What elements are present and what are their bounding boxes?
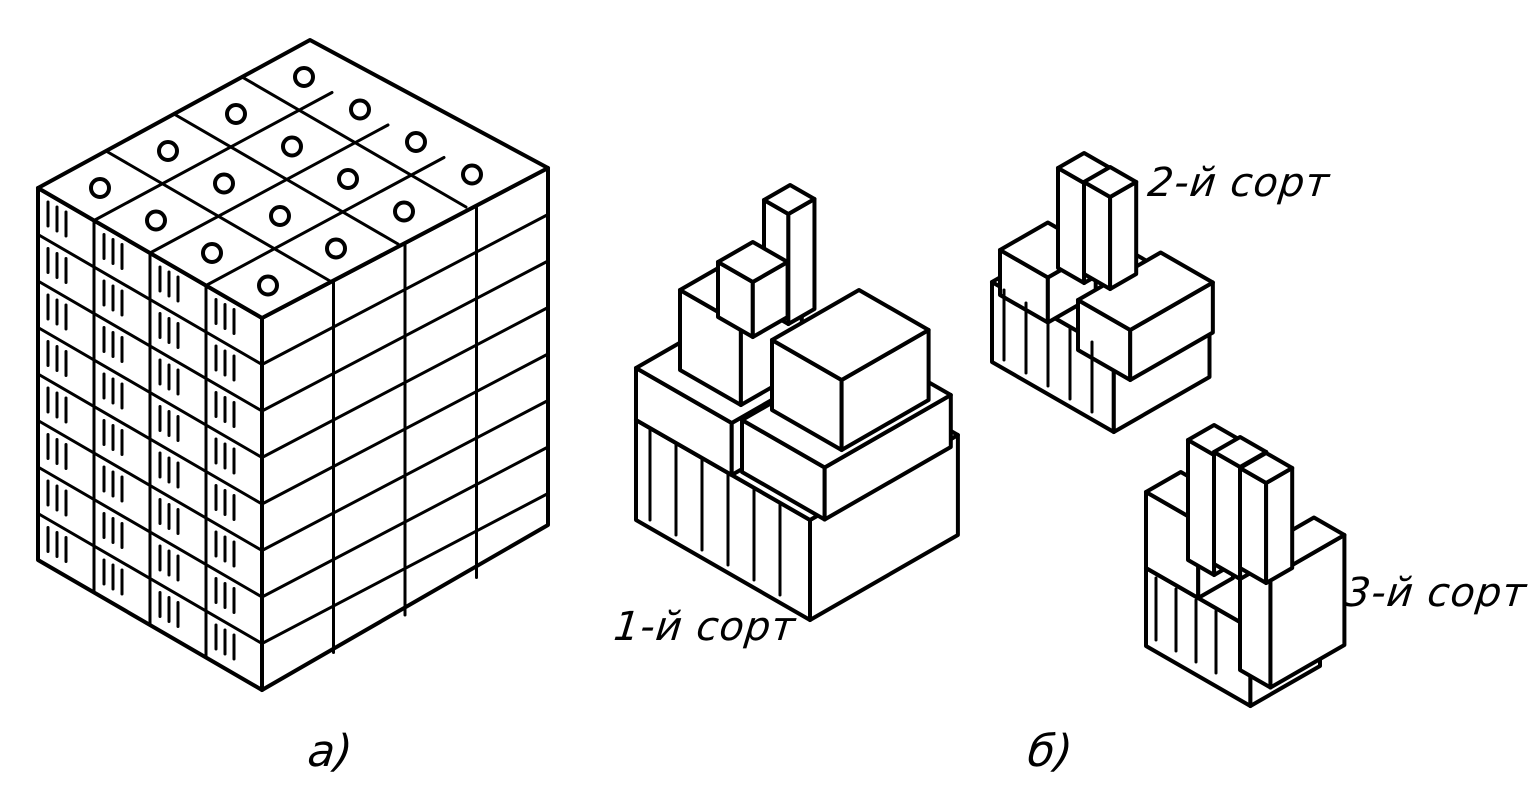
top-seam <box>104 149 332 283</box>
puzzle-tab <box>89 177 111 199</box>
brick <box>770 288 931 452</box>
puzzle-tab <box>269 205 291 227</box>
brick <box>1076 250 1215 382</box>
grade-1-brick-pile <box>634 183 960 622</box>
puzzle-tab <box>281 135 303 158</box>
brick-side-face <box>1264 466 1295 585</box>
puzzle-tab <box>325 237 347 260</box>
stack-top-face <box>36 38 550 320</box>
top-seam <box>172 112 400 246</box>
brick-top-face <box>1082 165 1139 199</box>
upright-brick <box>1238 451 1295 585</box>
brick-top-face <box>1238 451 1295 485</box>
brick-side-face <box>1108 180 1139 291</box>
puzzle-tab <box>201 242 223 264</box>
puzzle-tab <box>257 274 279 297</box>
puzzle-tab <box>157 140 179 162</box>
top-seam <box>92 91 334 222</box>
brick-top-face <box>716 240 790 284</box>
top-seam <box>204 156 446 287</box>
grade-2-brick-pile <box>990 151 1215 434</box>
puzzle-tab <box>461 163 483 186</box>
puzzle-tab <box>405 131 427 153</box>
grade-3-brick-pile <box>1144 423 1347 708</box>
panel-a-label: а) <box>305 726 355 777</box>
brick-front-face <box>1186 438 1217 577</box>
top-seam <box>240 75 468 209</box>
grade-1-label: 1-й сорт <box>611 604 799 650</box>
brick <box>716 240 790 339</box>
puzzle-tab <box>225 103 247 125</box>
puzzle-tab <box>349 98 371 121</box>
brick-front-face <box>1082 180 1113 291</box>
top-seam <box>148 123 390 255</box>
interlocking-brick-stack <box>36 38 550 692</box>
panel-b-label: б) <box>1025 726 1075 777</box>
brick-front-face <box>1238 466 1269 585</box>
puzzle-tab <box>213 172 235 195</box>
brick-top-face <box>770 288 931 382</box>
grade-3-label: 3-й сорт <box>1342 570 1529 616</box>
puzzle-tab <box>393 200 415 223</box>
brick-front-face <box>1056 166 1087 285</box>
brick-front-face <box>1212 450 1243 581</box>
upright-brick <box>1082 165 1139 291</box>
grade-2-label: 2-й сорт <box>1145 160 1333 206</box>
puzzle-tab <box>337 168 359 190</box>
puzzle-tab <box>293 66 315 88</box>
puzzle-tab <box>145 209 167 232</box>
brick-top-face <box>762 183 817 216</box>
brick-side-face <box>786 197 817 326</box>
